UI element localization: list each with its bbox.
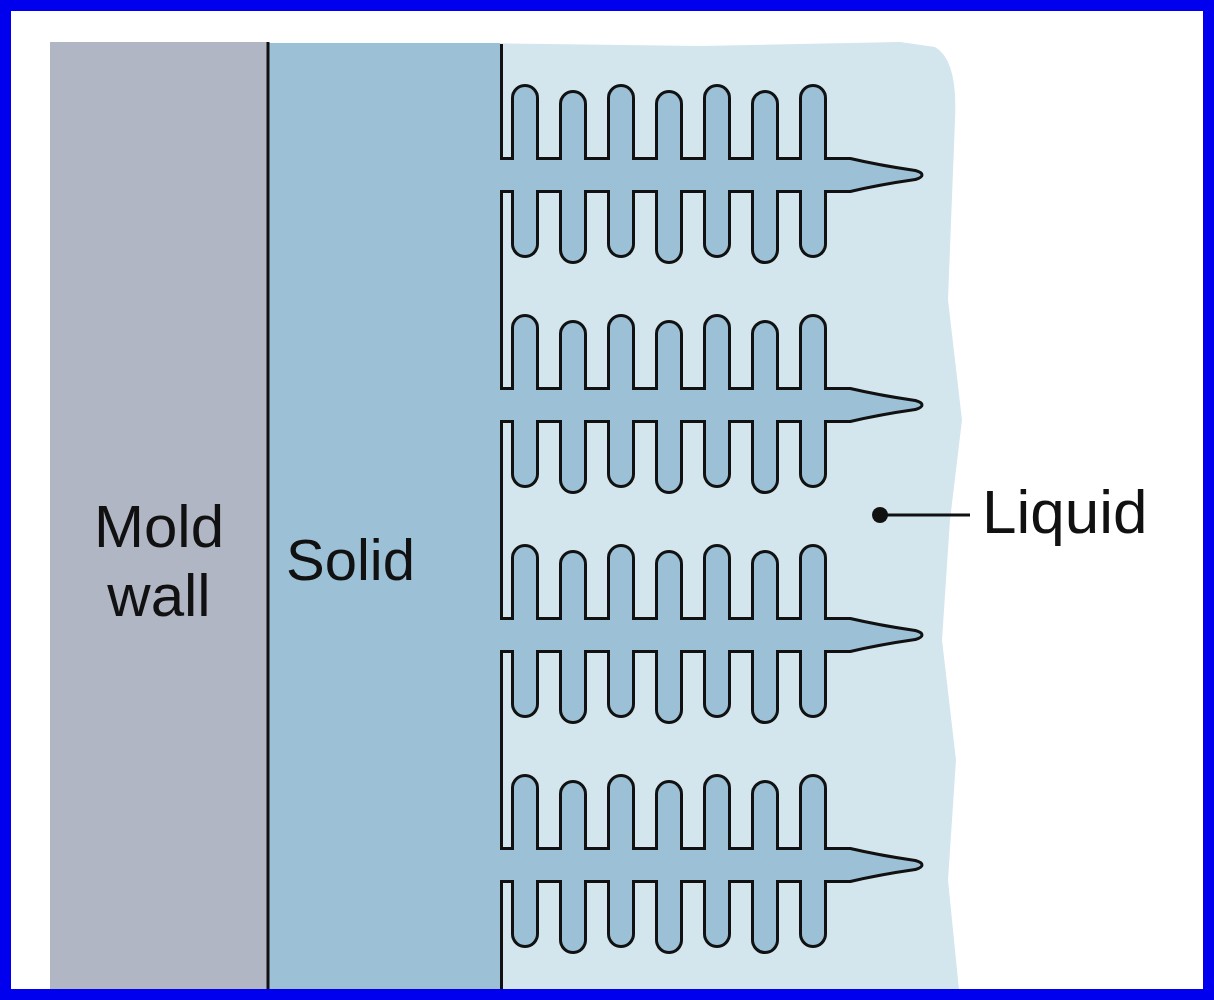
mold-wall-band	[50, 42, 268, 1000]
mold-wall-band: Mold wall	[50, 42, 268, 1000]
region-label: Solid	[286, 527, 415, 594]
region-label: Mold wall	[64, 492, 254, 630]
frame-border	[5, 5, 1209, 995]
solid-region: Solid	[272, 500, 472, 620]
leader-dot	[872, 507, 888, 523]
dendrite-solid	[268, 43, 921, 1000]
dendrite-outline	[490, 44, 921, 1000]
phase-label: Liquid	[982, 476, 1147, 547]
leader-line	[880, 514, 970, 517]
mold-interface-line	[267, 42, 270, 1000]
liquid-region	[268, 42, 962, 1000]
